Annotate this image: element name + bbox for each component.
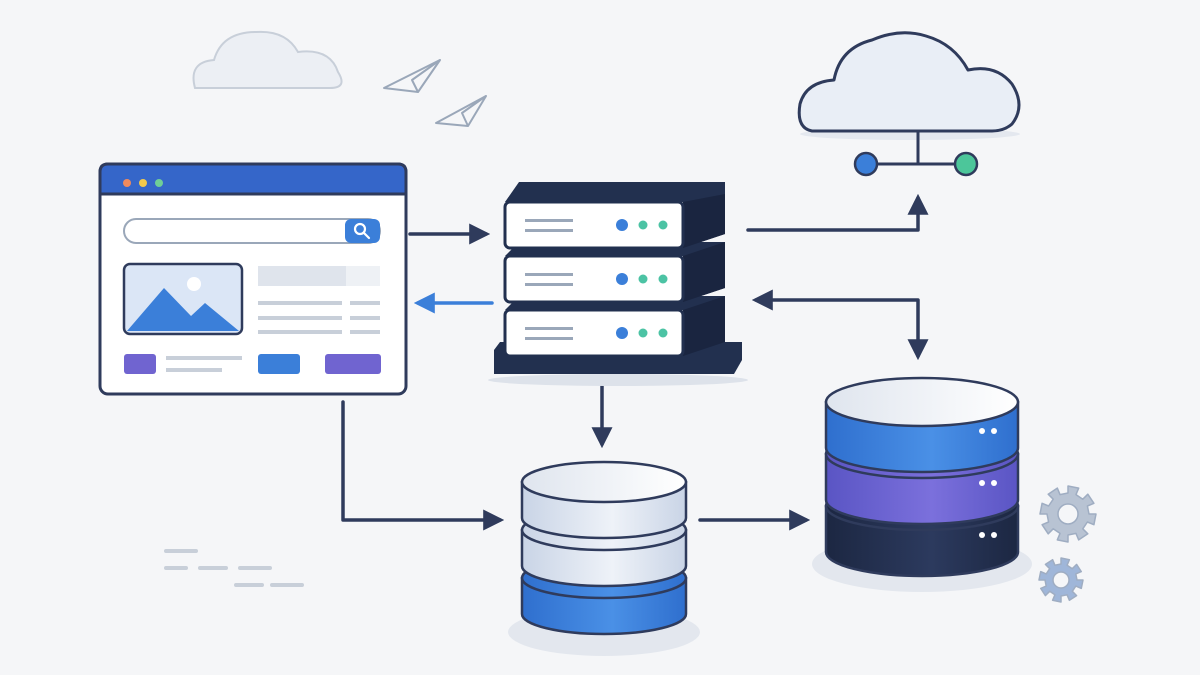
- cloud-icon: [192, 30, 343, 89]
- led-icon: [638, 328, 648, 338]
- edge-server-to-main-db: [751, 289, 929, 361]
- server-unit: [503, 296, 725, 358]
- database-layer: [824, 376, 1020, 474]
- led-icon: [616, 219, 628, 231]
- led-icon: [616, 327, 628, 339]
- paper-plane-icon: [435, 95, 487, 127]
- search-icon: [353, 222, 371, 240]
- edge-browser-to-cache-db: [341, 400, 505, 531]
- edge-server-to-cloud: [746, 193, 929, 232]
- led-icon: [638, 274, 648, 284]
- gear-icon: [1039, 485, 1097, 543]
- window-dot-icon: [139, 179, 147, 187]
- window-dot-icon: [123, 179, 131, 187]
- indicator-dot-icon: [991, 532, 997, 538]
- server-top: [505, 182, 725, 202]
- content-lines: [258, 266, 380, 334]
- ui-button-placeholder: [124, 354, 156, 374]
- database-icon: [812, 376, 1032, 592]
- cloud-network-icon: [797, 31, 1021, 177]
- indicator-dot-icon: [991, 428, 997, 434]
- database-layer: [520, 460, 688, 540]
- network-node-icon: [953, 151, 979, 177]
- database-icon: [508, 460, 700, 656]
- image-icon: [122, 262, 244, 336]
- search-button: [345, 219, 380, 243]
- ui-line-placeholder: [166, 356, 242, 360]
- server-rack-icon: [488, 182, 748, 386]
- led-icon: [638, 220, 648, 230]
- indicator-dot-icon: [991, 480, 997, 486]
- dash-lines: [164, 549, 304, 587]
- browser-window-icon: [98, 162, 408, 396]
- led-icon: [658, 274, 668, 284]
- led-icon: [616, 273, 628, 285]
- led-icon: [658, 220, 668, 230]
- indicator-dot-icon: [979, 428, 985, 434]
- ui-button-placeholder: [258, 354, 300, 374]
- paper-plane-icon: [383, 59, 441, 93]
- indicator-dot-icon: [979, 532, 985, 538]
- indicator-dot-icon: [979, 480, 985, 486]
- network-node-icon: [853, 151, 879, 177]
- ui-button-placeholder: [325, 354, 381, 374]
- window-dot-icon: [155, 179, 163, 187]
- server-unit: [503, 242, 725, 304]
- ui-line-placeholder: [166, 368, 222, 372]
- search-bar: [123, 218, 381, 244]
- led-icon: [658, 328, 668, 338]
- gear-icon: [1038, 557, 1084, 603]
